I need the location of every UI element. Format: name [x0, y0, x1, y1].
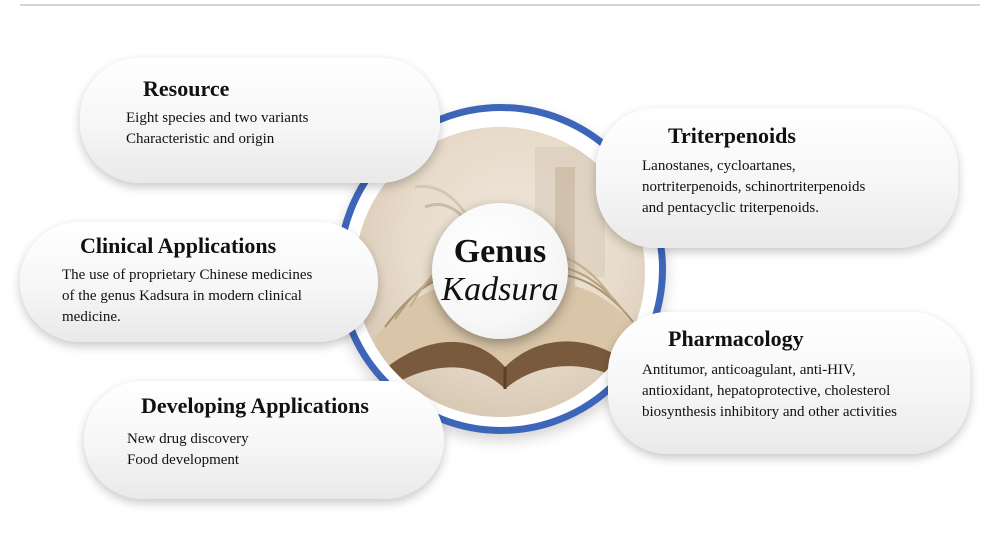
center-label: Genus Kadsura: [432, 203, 568, 339]
resource-text: Eight species and two variants Character…: [126, 108, 308, 150]
developing-applications-box: Developing Applications New drug discove…: [84, 381, 444, 499]
top-divider: [20, 4, 980, 6]
developing-applications-text: New drug discovery Food development: [127, 429, 249, 471]
pharmacology-line: antioxidant, hepatoprotective, cholester…: [642, 383, 891, 399]
triterpenoids-line: Lanostanes, cycloartanes,: [642, 158, 796, 174]
pharmacology-line: Antitumor, anticoagulant, anti-HIV,: [642, 362, 856, 378]
resource-box: Resource Eight species and two variants …: [80, 58, 440, 183]
developing-applications-title: Developing Applications: [141, 393, 369, 418]
resource-line: Characteristic and origin: [126, 131, 275, 147]
pharmacology-title: Pharmacology: [668, 326, 804, 351]
triterpenoids-line: nortriterpenoids, schinortriterpenoids: [642, 179, 866, 195]
pharmacology-box: Pharmacology Antitumor, anticoagulant, a…: [608, 312, 970, 454]
pharmacology-text: Antitumor, anticoagulant, anti-HIV, anti…: [642, 360, 897, 423]
triterpenoids-line: and pentacyclic triterpenoids.: [642, 200, 820, 216]
clinical-applications-text: The use of proprietary Chinese medicines…: [62, 265, 312, 328]
center-title-line1: Genus: [453, 233, 547, 270]
clinical-applications-title: Clinical Applications: [80, 233, 277, 258]
pharmacology-line: biosynthesis inhibitory and other activi…: [642, 404, 897, 420]
developing-line: Food development: [127, 452, 240, 468]
triterpenoids-title: Triterpenoids: [668, 123, 796, 148]
center-title-line2: Kadsura: [441, 271, 559, 308]
resource-line: Eight species and two variants: [126, 110, 309, 126]
triterpenoids-text: Lanostanes, cycloartanes, nortriterpenoi…: [642, 156, 865, 219]
clinical-line: The use of proprietary Chinese medicines: [62, 267, 313, 283]
resource-title: Resource: [143, 76, 230, 101]
developing-line: New drug discovery: [127, 431, 249, 447]
clinical-line: medicine.: [62, 309, 121, 325]
triterpenoids-box: Triterpenoids Lanostanes, cycloartanes, …: [596, 108, 958, 248]
clinical-line: of the genus Kadsura in modern clinical: [62, 288, 302, 304]
clinical-applications-box: Clinical Applications The use of proprie…: [20, 222, 378, 342]
